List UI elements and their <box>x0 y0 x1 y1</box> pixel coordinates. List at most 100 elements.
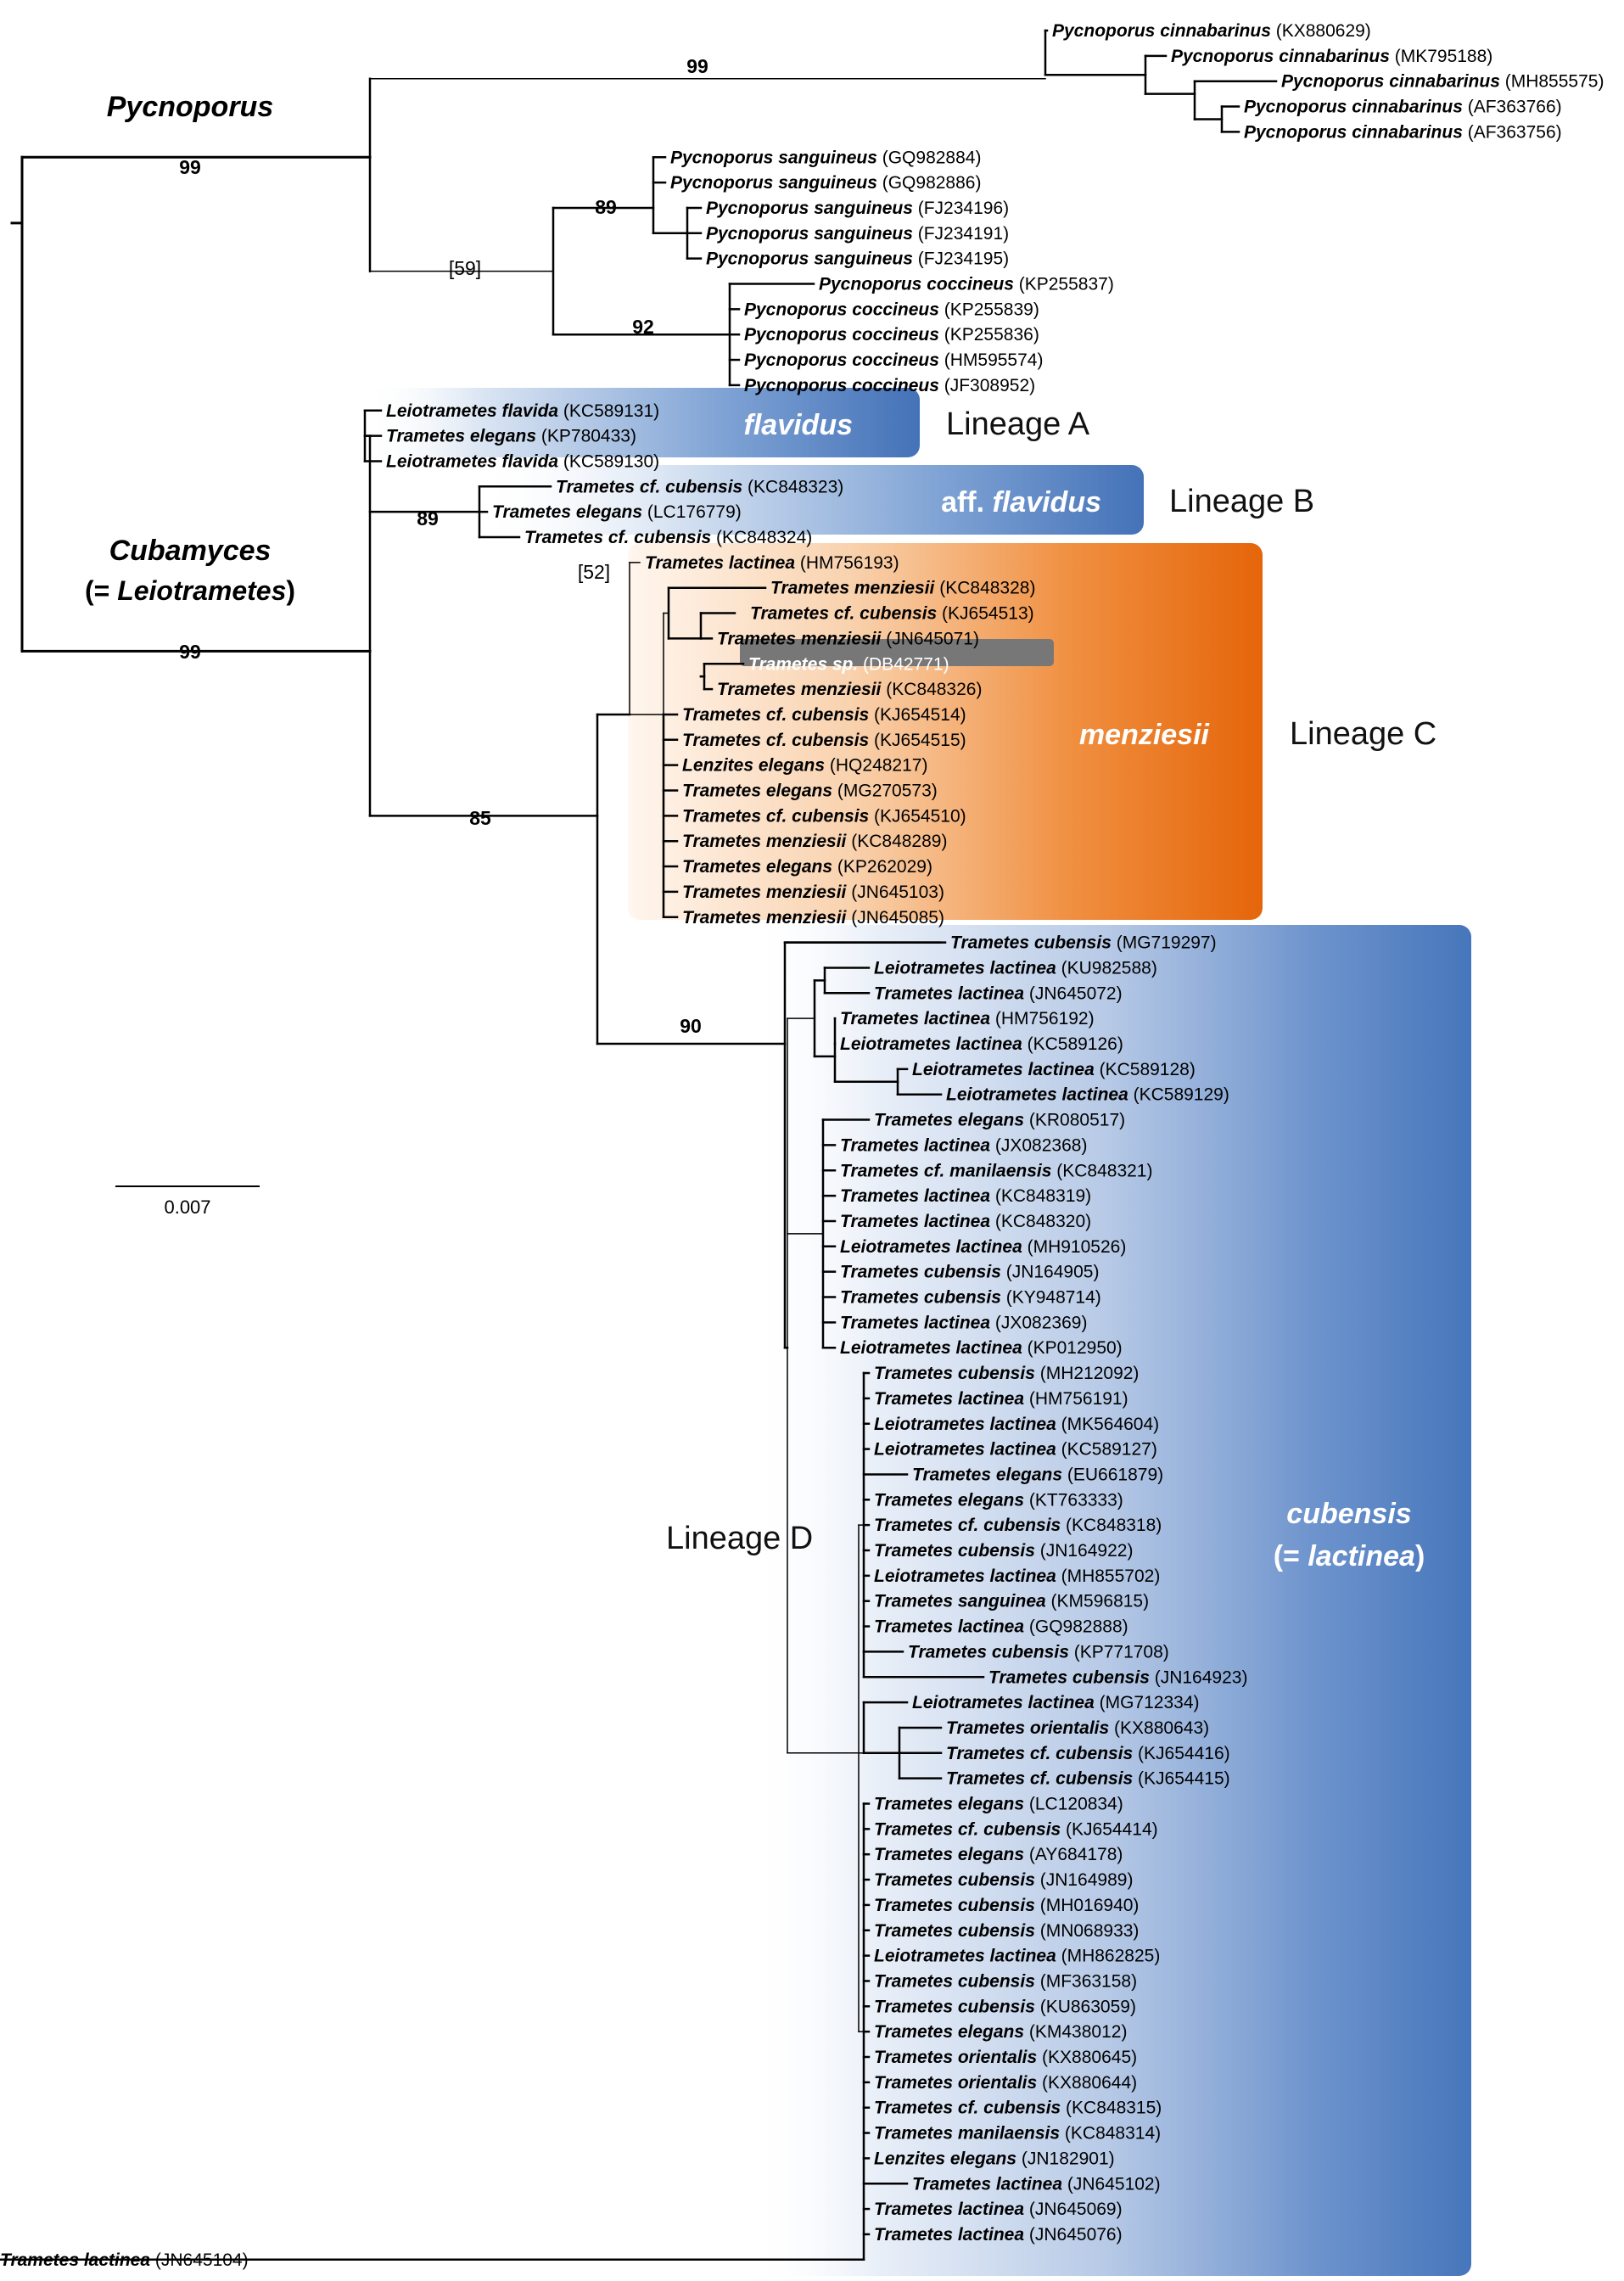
tip-label: Trametes manilaensis (KC848314) <box>874 2124 1161 2144</box>
lineage-label-a: Lineage A <box>946 406 1090 442</box>
tip-species-name: Trametes lactinea <box>874 2225 1024 2245</box>
tip-label: Trametes cf. cubensis (KJ654414) <box>874 1819 1158 1839</box>
tip-label: Trametes elegans (KP262029) <box>682 857 932 877</box>
tip-accession: (KC589129) <box>1128 1085 1229 1105</box>
tip-species-name: Trametes menziesii <box>770 579 936 598</box>
tip-label: Leiotrametes lactinea (MH862825) <box>874 1947 1160 1966</box>
clade-box-menziesii <box>628 543 1263 920</box>
tip-label: Trametes cubensis (JN164923) <box>988 1667 1247 1687</box>
clade-label-cubensis: cubensis <box>1286 1498 1411 1530</box>
tip-accession: (AF363756) <box>1463 122 1562 142</box>
clade-box-cubensis <box>747 925 1471 2276</box>
support-value-lineage-d: 90 <box>680 1015 702 1037</box>
tip-label: Trametes cubensis (KP771708) <box>908 1642 1169 1662</box>
tip-label: Trametes menziesii (KC848328) <box>770 579 1035 598</box>
tip-accession: (KM438012) <box>1024 2022 1127 2042</box>
tip-species-name: Pycnoporus sanguineus <box>670 148 877 167</box>
tip-accession: (LC176779) <box>642 502 742 522</box>
tip-label: Trametes cubensis (JN164989) <box>874 1870 1133 1890</box>
tip-label: Pycnoporus cinnabarinus (MH855575) <box>1281 72 1604 92</box>
tip-accession: (JN645076) <box>1024 2225 1123 2245</box>
tip-label: Leiotrametes lactinea (KC589127) <box>874 1440 1157 1460</box>
tip-accession: (MH855575) <box>1500 72 1604 92</box>
tip-species-name: Trametes cubensis <box>874 1971 1035 1991</box>
tip-label: Trametes elegans (LC176779) <box>492 502 742 522</box>
tip-label: Leiotrametes lactinea (MH910526) <box>840 1237 1126 1257</box>
tip-accession: (MH212092) <box>1035 1364 1140 1383</box>
tip-species-name: Pycnoporus sanguineus <box>706 249 913 269</box>
tip-accession: (KC848289) <box>846 832 947 851</box>
tip-species-name: Trametes cf. cubensis <box>682 806 869 826</box>
tip-label: Leiotrametes lactinea (MK564604) <box>874 1415 1159 1434</box>
tip-label: Trametes lactinea (JX082368) <box>840 1135 1087 1155</box>
tip-species-name: Trametes cf. cubensis <box>556 477 742 496</box>
tip-label: Pycnoporus sanguineus (FJ234196) <box>706 199 1009 218</box>
tip-accession: (KU982588) <box>1056 958 1157 978</box>
tip-accession: (HM595574) <box>939 350 1044 370</box>
tip-label: Pycnoporus cinnabarinus (AF363766) <box>1244 98 1562 117</box>
tip-label: Lenzites elegans (HQ248217) <box>682 756 927 776</box>
tip-label: Trametes lactinea (JN645102) <box>912 2174 1161 2194</box>
tip-species-name: Leiotrametes lactinea <box>912 1693 1095 1712</box>
tip-label: Trametes orientalis (KX880644) <box>874 2073 1137 2093</box>
tip-species-name: Trametes sanguinea <box>874 1592 1046 1611</box>
tip-label: Trametes elegans (EU661879) <box>912 1465 1163 1484</box>
tip-species-name: Pycnoporus coccineus <box>744 350 939 370</box>
tip-species-name: Trametes lactinea <box>0 2250 150 2270</box>
tip-label: Trametes cf. cubensis (KJ654415) <box>946 1769 1230 1789</box>
tip-label: Trametes cf. cubensis (KC848323) <box>556 477 843 496</box>
tip-label: Trametes lactinea (JN645069) <box>874 2200 1123 2219</box>
tip-species-name: Leiotrametes flavida <box>386 451 558 471</box>
tip-species-name: Trametes cf. cubensis <box>874 2099 1061 2118</box>
tip-label: Trametes cf. cubensis (KC848324) <box>524 528 812 547</box>
tip-species-name: Pycnoporus cinnabarinus <box>1052 21 1271 41</box>
tip-accession: (JN645102) <box>1062 2174 1161 2194</box>
tip-accession: (KP780433) <box>536 427 636 446</box>
tip-species-name: Trametes lactinea <box>840 1212 990 1231</box>
tip-species-name: Pycnoporus sanguineus <box>706 224 913 244</box>
tip-accession: (JN645085) <box>846 908 944 928</box>
tip-highlight-box <box>740 639 1054 666</box>
tip-label: Leiotrametes lactinea (KU982588) <box>874 958 1157 978</box>
tip-accession: (KU863059) <box>1035 1997 1136 2016</box>
tip-species-name: Leiotrametes lactinea <box>874 1440 1056 1460</box>
tip-label: Trametes cubensis (JN164922) <box>874 1541 1133 1561</box>
tip-label: Leiotrametes lactinea (MG712334) <box>912 1693 1200 1712</box>
tip-label: Trametes lactinea (JX082369) <box>840 1313 1087 1332</box>
tip-accession: (KP255839) <box>939 300 1039 319</box>
tip-accession: (KC848328) <box>934 579 1035 598</box>
tip-label: Trametes cf. manilaensis (KC848321) <box>840 1161 1152 1180</box>
tip-label: Trametes cf. cubensis (KC848318) <box>874 1516 1162 1535</box>
tip-species-name: Pycnoporus cinnabarinus <box>1244 98 1463 117</box>
tip-species-name: Trametes lactinea <box>874 1389 1024 1409</box>
tip-label: Trametes elegans (MG270573) <box>682 782 938 801</box>
tip-species-name: Pycnoporus coccineus <box>744 376 939 395</box>
tip-species-name: Pycnoporus coccineus <box>744 300 939 319</box>
tip-label: Trametes elegans (KR080517) <box>874 1111 1125 1130</box>
tip-species-name: Trametes cubensis <box>988 1667 1150 1687</box>
tip-accession: (GQ982886) <box>877 173 982 193</box>
tip-label: Trametes orientalis (KX880643) <box>946 1718 1209 1738</box>
tip-accession: (KC848321) <box>1051 1161 1152 1180</box>
tip-accession: (MH862825) <box>1056 1947 1161 1966</box>
tip-species-name: Trametes cf. cubensis <box>946 1744 1133 1763</box>
tip-label: Pycnoporus sanguineus (GQ982886) <box>670 173 981 193</box>
tip-label: Trametes lactinea (KC848319) <box>840 1186 1091 1206</box>
clade-label-aff-flavidus: aff. flavidus <box>941 486 1101 518</box>
tip-accession: (KC848319) <box>990 1186 1091 1206</box>
tip-label: Trametes lactinea (GQ982888) <box>874 1617 1128 1637</box>
tip-label: Pycnoporus coccineus (KP255836) <box>744 325 1039 345</box>
tip-species-name: Leiotrametes lactinea <box>912 1060 1095 1079</box>
tip-label: Trametes elegans (AY684178) <box>874 1845 1123 1864</box>
tip-label: Trametes cubensis (MF363158) <box>874 1971 1137 1991</box>
tip-species-name: Trametes orientalis <box>874 2048 1037 2067</box>
tip-species-name: Trametes menziesii <box>682 832 848 851</box>
tip-species-name: Trametes menziesii <box>717 629 882 648</box>
tip-species-name: Trametes cubensis <box>874 1997 1035 2016</box>
tip-accession: (KP255836) <box>939 325 1039 345</box>
tip-label: Leiotrametes lactinea (KC589129) <box>946 1085 1229 1105</box>
tip-label: Leiotrametes lactinea (KC589128) <box>912 1060 1196 1079</box>
support-value-bracket-52: [52] <box>578 561 610 583</box>
tip-species-name: Trametes lactinea <box>840 1186 990 1206</box>
